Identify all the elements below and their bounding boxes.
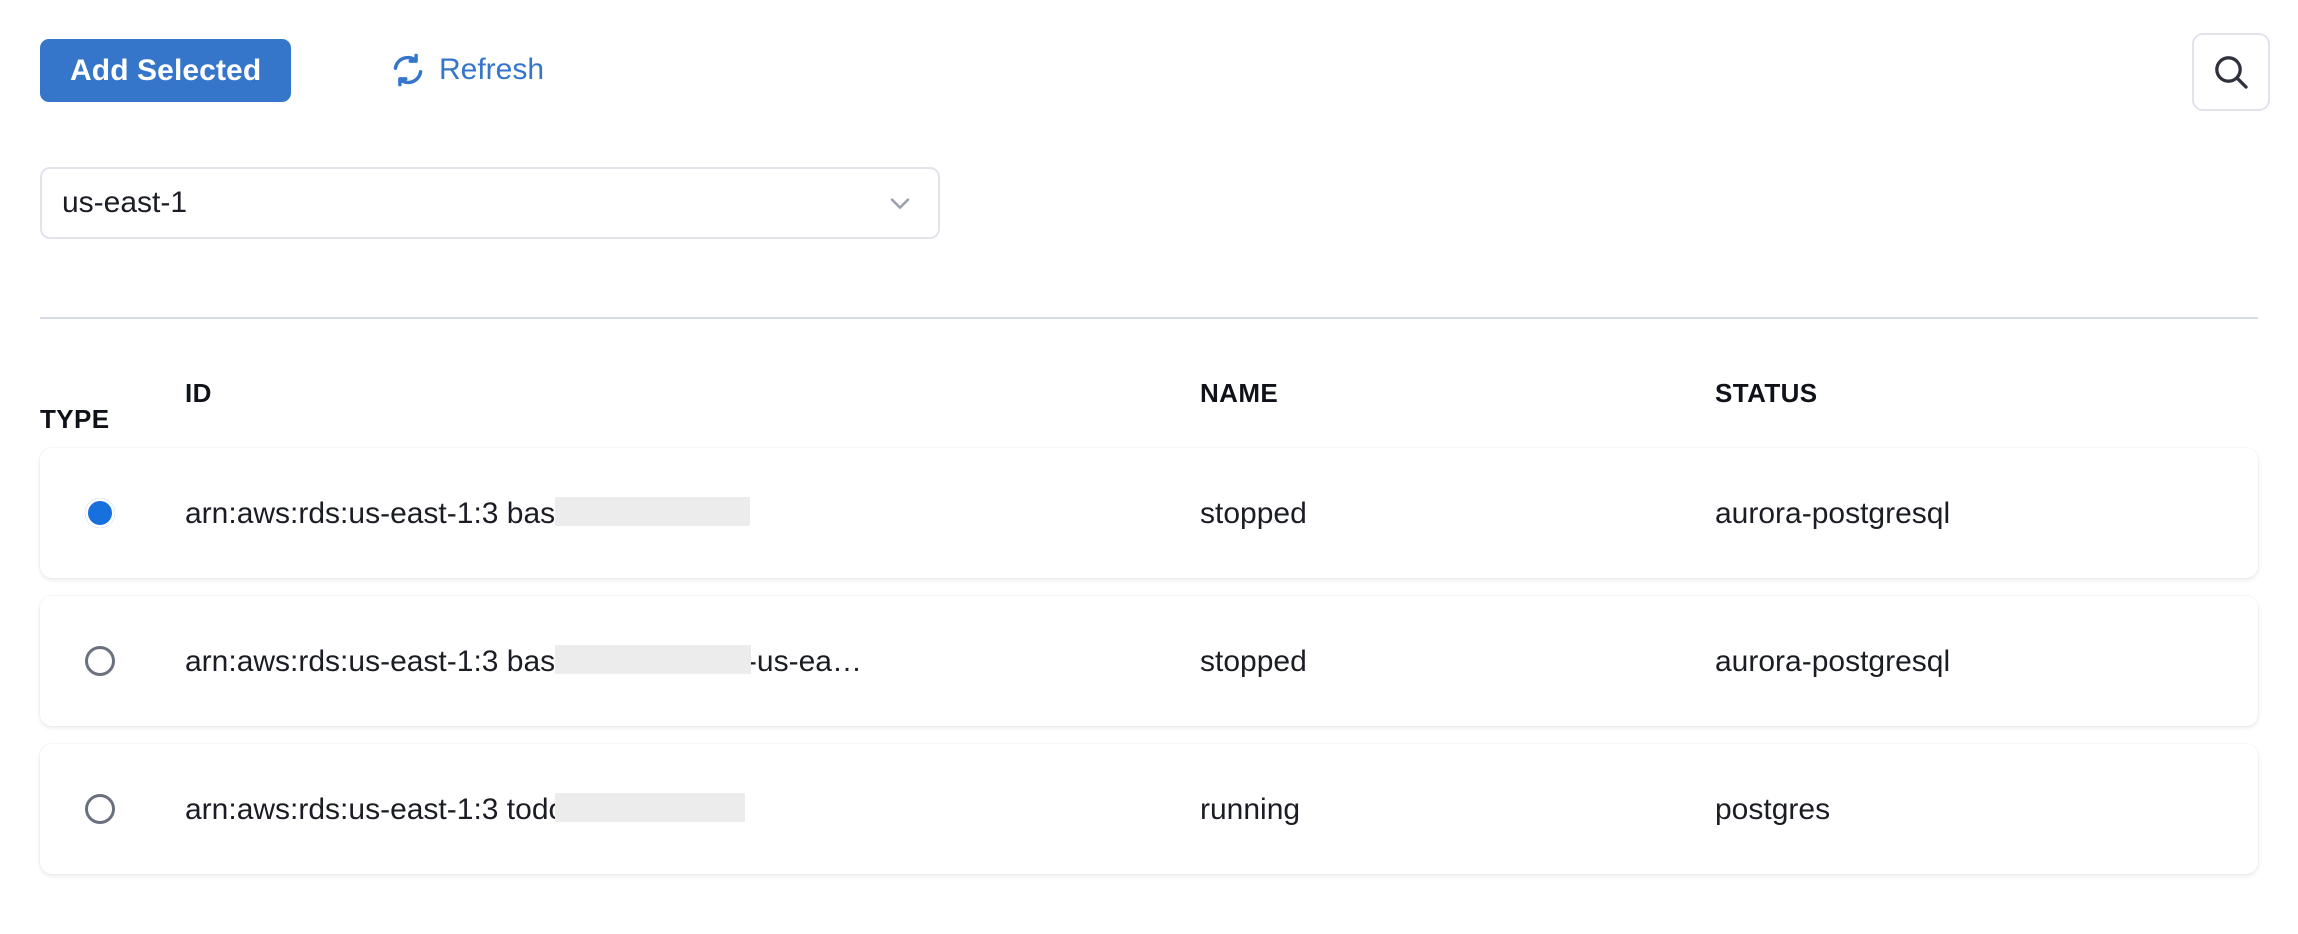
- cell-type: postgres: [1715, 792, 1831, 826]
- table-row[interactable]: arn:aws:rds:us-east-1:3 base-1-instance-…: [40, 448, 2258, 578]
- cell-type: aurora-postgresql: [1715, 496, 1951, 530]
- row-select-cell: [40, 794, 185, 824]
- instances-table: ID NAME STATUS TYPE arn:aws:rds:us-east-…: [0, 380, 2298, 892]
- region-select[interactable]: us-east-1: [40, 167, 940, 239]
- column-header-type: TYPE: [40, 404, 110, 434]
- region-select-value: us-east-1: [62, 186, 188, 219]
- row-radio-selected[interactable]: [85, 498, 115, 528]
- region-filter: us-east-1: [40, 167, 940, 239]
- row-select-cell: [40, 498, 185, 528]
- search-icon: [2211, 52, 2251, 92]
- instance-arn: arn:aws:rds:us-east-1:3 todo-ecs-rds: [185, 792, 674, 826]
- instance-arn: arn:aws:rds:us-east-1:3 base-1-instance-…: [185, 496, 747, 530]
- row-radio-unselected[interactable]: [85, 794, 115, 824]
- cell-status: running: [1200, 792, 1301, 826]
- row-radio-unselected[interactable]: [85, 646, 115, 676]
- table-body: arn:aws:rds:us-east-1:3 base-1-instance-…: [0, 448, 2298, 874]
- cell-id: arn:aws:rds:us-east-1:3 base-1-instance-…: [185, 496, 1200, 530]
- add-selected-button[interactable]: Add Selected: [40, 39, 292, 102]
- cell-id: arn:aws:rds:us-east-1:3 todo-ecs-rds: [185, 792, 1200, 826]
- section-divider: [40, 317, 2258, 319]
- cell-id: arn:aws:rds:us-east-1:3 base-1-instance-…: [185, 644, 1200, 678]
- row-select-cell: [40, 646, 185, 676]
- refresh-label: Refresh: [439, 53, 545, 86]
- cell-type: aurora-postgresql: [1715, 644, 1951, 678]
- table-row[interactable]: arn:aws:rds:us-east-1:3 base-1-instance-…: [40, 596, 2258, 726]
- refresh-button[interactable]: Refresh: [390, 44, 544, 96]
- column-header-status: STATUS: [1715, 378, 1818, 408]
- cell-status: stopped: [1200, 496, 1307, 530]
- column-header-name: NAME: [1200, 378, 1279, 408]
- table-row[interactable]: arn:aws:rds:us-east-1:3 todo-ecs-rds run…: [40, 744, 2258, 874]
- cell-status: stopped: [1200, 644, 1307, 678]
- column-header-id: ID: [185, 378, 212, 408]
- toolbar: Add Selected Refresh: [0, 0, 2298, 118]
- chevron-down-icon: [884, 187, 916, 219]
- refresh-icon: [390, 52, 426, 88]
- table-header: ID NAME STATUS TYPE: [0, 380, 2298, 448]
- instance-arn: arn:aws:rds:us-east-1:3 base-1-instance-…: [185, 644, 862, 678]
- search-button[interactable]: [2192, 33, 2270, 111]
